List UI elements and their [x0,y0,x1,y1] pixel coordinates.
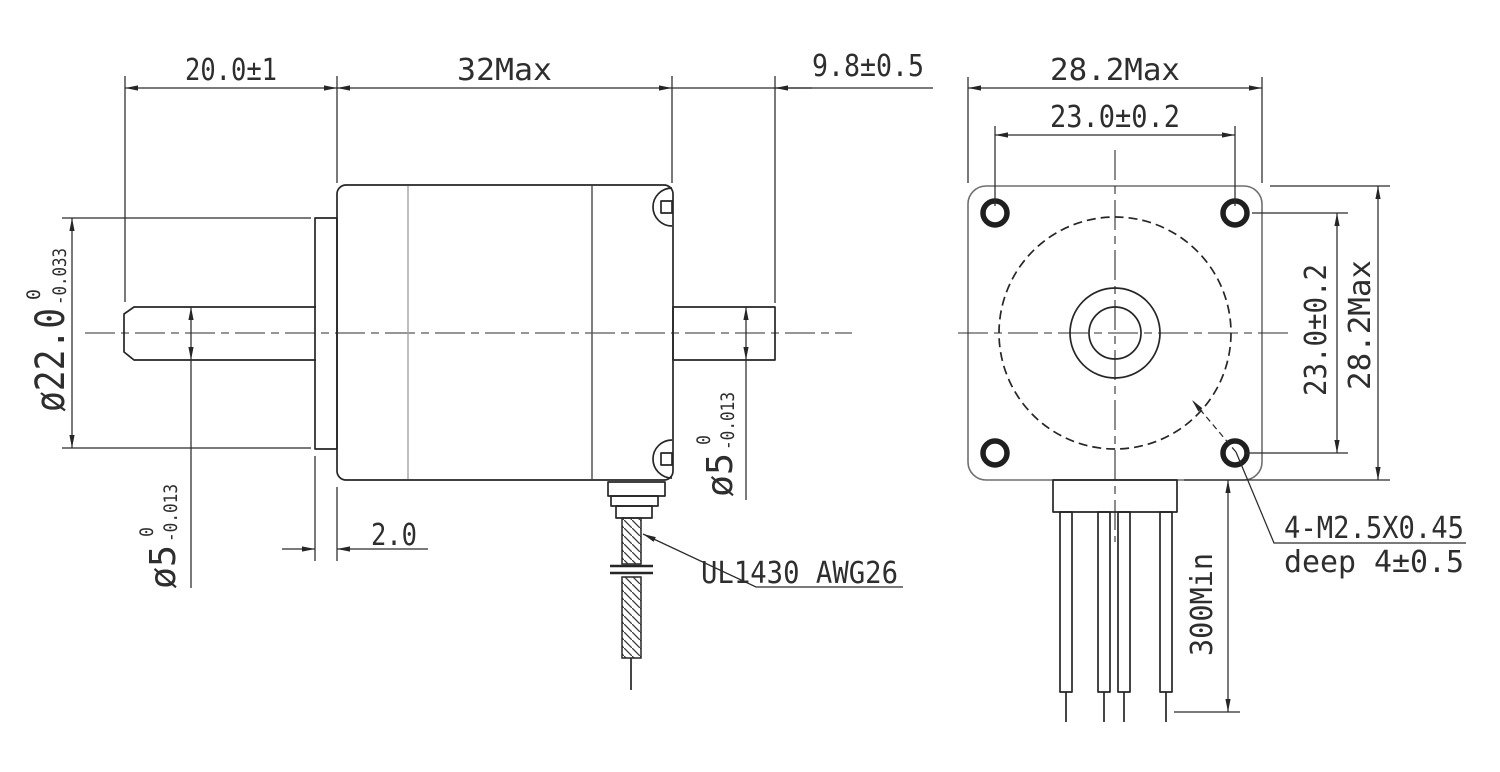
lead-wire-4 [1159,511,1173,693]
dim-rear-shaft-diameter-tol-lower: -0.013 [717,392,739,450]
dim-rear-shaft-diameter: ø5 0 -0.013 [693,307,749,500]
dim-rear-shaft-length-text: 9.8±0.5 [812,49,924,84]
dim-body-length: 32Max [337,53,673,183]
dim-hole-spacing-horizontal: 23.0±0.2 [994,100,1236,206]
thread-callout-line1: 4-M2.5X0.45 [1284,511,1464,546]
rear-cover-clip-top [652,187,673,227]
dim-lead-wire-length: 300Min [1174,480,1240,713]
dim-flange-height-text: 28.2Max [1343,260,1378,390]
thread-callout-leader [1235,451,1466,544]
dim-front-shaft-diameter-tol-lower: -0.013 [160,484,182,542]
dim-lead-wire-length-text: 300Min [1185,553,1220,656]
mounting-hole-bottom-left [980,438,1010,468]
dim-boss-diameter-value: ø22.0 [28,308,74,412]
lead-wire-block [1052,479,1178,722]
dim-rear-shaft-length: 9.8±0.5 [672,49,933,303]
dim-front-shaft-diameter: ø5 0 -0.013 [136,307,194,589]
dim-boss-diameter-tol-upper: 0 [23,289,45,300]
shaft-circle [1088,306,1142,360]
cable-connector [607,481,666,519]
thread-callout-line2: deep 4±0.5 [1284,545,1464,580]
dim-shaft-length-text: 20.0±1 [185,53,277,88]
side-view: UL1430 AWG26 20.0±1 32Max 9.8±0.5 [23,49,933,690]
cable-label-leader [642,533,903,588]
front-view: 28.2Max 23.0±0.2 23.0±0.2 28.2Max [958,53,1466,722]
cable-spec-label: UL1430 AWG26 [701,556,898,591]
dim-rear-shaft-diameter-value: ø5 [700,453,741,497]
dim-flange-height: 28.2Max [1184,185,1390,481]
lead-wire-3 [1117,511,1131,693]
rear-cover-clip-bottom [652,439,673,479]
lead-wire-2 [1097,511,1111,693]
dim-hole-spacing-vertical: 23.0±0.2 [1246,212,1348,454]
dim-flange-width: 28.2Max [967,53,1263,183]
mounting-hole-bottom-right [1220,438,1250,468]
thread-callout-pointer [1191,399,1237,453]
dim-front-shaft-diameter-value: ø5 [143,545,184,589]
dim-hole-spacing-vertical-text: 23.0±0.2 [1299,264,1334,396]
lead-wire-1 [1059,511,1073,693]
rear-shaft-outline [672,306,776,361]
dim-flange-width-text: 28.2Max [1050,53,1180,88]
dim-hole-spacing-horizontal-text: 23.0±0.2 [1050,100,1180,135]
dim-boss-diameter-tol-lower: -0.033 [49,248,71,305]
dim-boss-thickness-text: 2.0 [371,518,417,553]
dim-boss-thickness: 2.0 [282,456,428,561]
dim-shaft-length: 20.0±1 [124,53,338,302]
thread-callout: 4-M2.5X0.45 deep 4±0.5 [1191,399,1466,580]
bearing-boss-circle [1069,287,1161,379]
dim-boss-diameter: ø22.0 0 -0.033 [23,217,311,449]
dim-front-shaft-diameter-tol-upper: 0 [136,527,158,537]
dim-rear-shaft-diameter-tol-upper: 0 [693,435,715,445]
front-shaft-outline [123,306,316,361]
lead-cable [610,517,653,690]
motor-body-circle [998,216,1232,450]
dim-body-length-text: 32Max [457,53,552,88]
